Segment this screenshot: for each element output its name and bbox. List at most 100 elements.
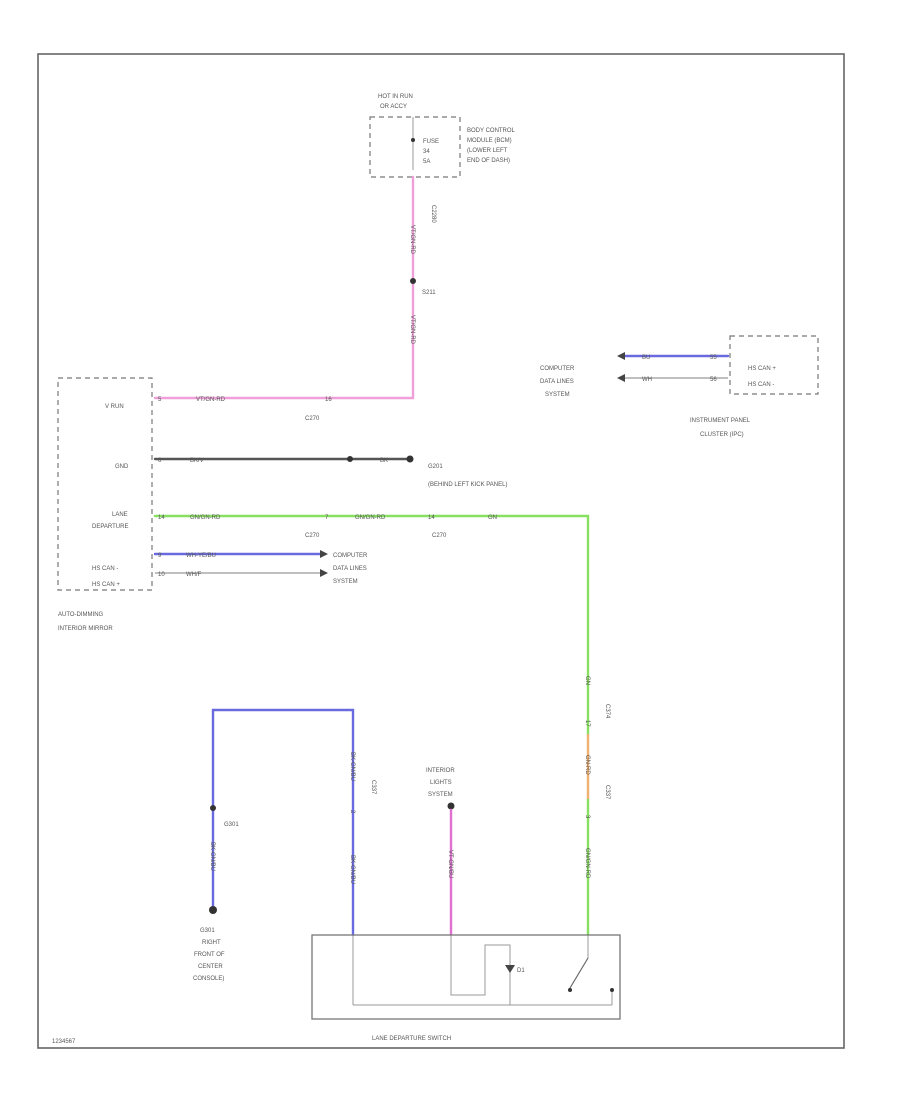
fuse-title-line2: OR ACCY xyxy=(380,104,407,110)
can-minus-code: WH-YE/BU xyxy=(186,553,216,559)
mirror-name-line1: AUTO-DIMMING xyxy=(58,612,104,618)
lane-code-4: GN xyxy=(584,676,590,685)
interior-lights-line2: LIGHTS xyxy=(430,780,452,786)
switch-return-dot xyxy=(610,988,614,992)
gnd-sw-code-2: BK-GN/BU xyxy=(349,752,355,781)
ill-code: VT-GN/BU xyxy=(447,850,453,878)
diagram-id: 1234567 xyxy=(52,1039,76,1045)
c337-label-b: C337 xyxy=(604,785,610,800)
gnd-sw-code-3: BK-GN/BU xyxy=(349,855,355,884)
gnd-connector-dot xyxy=(347,456,353,462)
mirror-pin-lane: LANE xyxy=(112,512,128,518)
g201-label: G201 xyxy=(428,464,443,470)
gnd-circuit: 6 BK/V BK G201 (BEHIND LEFT KICK PANEL) xyxy=(153,455,507,488)
mirror-can-plus-arrow xyxy=(320,569,328,577)
lane-departure-circuit: 14 GN/GN-RD 7 C270 GN/GN-RD 14 C270 GN G… xyxy=(153,514,610,937)
data-lines-1-line3: SYSTEM xyxy=(333,579,358,585)
gnd-pin-mirror: 6 xyxy=(158,458,162,464)
led-label: D1 xyxy=(517,968,525,974)
ipc-box xyxy=(729,335,819,395)
data-lines-2-line2: DATA LINES xyxy=(540,379,574,385)
s211-splice xyxy=(410,278,416,284)
c270-label-b: C270 xyxy=(305,533,320,539)
ipc-code-1: BU xyxy=(642,355,650,361)
vrun-pin-mirror: 5 xyxy=(158,397,162,403)
fuse-line1: FUSE xyxy=(423,139,439,145)
lane-pin-mirror: 14 xyxy=(158,515,165,521)
lane-departure-switch: D1 LANE DEPARTURE SWITCH xyxy=(311,934,621,1042)
ipc-code-2: WH xyxy=(642,377,652,383)
fuse-location-line4: END OF DASH) xyxy=(467,158,510,164)
mirror-box xyxy=(57,377,153,591)
vrun-code-3: VT/GN-RD xyxy=(196,397,226,403)
fuse-line2: 34 xyxy=(423,149,430,155)
fuse-title-line1: HOT IN RUN xyxy=(378,94,413,100)
mirror-pin-gnd: GND xyxy=(115,464,129,470)
ipc-name-line2: CLUSTER (IPC) xyxy=(700,432,744,438)
fuse-block: HOT IN RUN OR ACCY FUSE 34 5A BODY CONTR… xyxy=(369,94,516,178)
c270-label-c: C270 xyxy=(432,533,447,539)
fuse-location-line3: (LOWER LEFT xyxy=(467,148,508,154)
led-icon xyxy=(505,965,515,973)
switch-name: LANE DEPARTURE SWITCH xyxy=(372,1036,451,1042)
g301-label-line2: RIGHT xyxy=(202,940,221,946)
vrun-code-1: VT/GN-RD xyxy=(409,225,415,255)
g301-label-line4: CENTER xyxy=(198,964,223,970)
switch-contact-icon xyxy=(569,957,589,989)
s211-label: S211 xyxy=(422,290,436,296)
ipc-pin-2: HS CAN - xyxy=(748,382,774,388)
ipc-can-arrow-2 xyxy=(617,374,625,382)
fuse-location-line2: MODULE (BCM) xyxy=(467,138,512,144)
g201-ground-dot xyxy=(406,455,414,463)
mirror-can-circuit: 9 10 WH-YE/BU WH/F COMPUTER DATA LINES S… xyxy=(153,550,368,585)
lane-code-1: GN/GN-RD xyxy=(190,515,221,521)
fuse-line3: 5A xyxy=(423,159,430,165)
vrun-pin-c270: 16 xyxy=(325,397,332,403)
g301-ground-circuit: G301 BK-GN/BU BK-GN/BU C337 2 BK-GN/BU G… xyxy=(193,708,376,982)
vrun-circuit: VT/GN-RD C2280 S211 VT/GN-RD VT/GN-RD 16… xyxy=(153,175,436,422)
lane-pin-c270-b: 7 xyxy=(325,515,329,521)
interior-lights-circuit: INTERIOR LIGHTS SYSTEM VT-GN/BU xyxy=(426,768,455,937)
g301-ground-dot xyxy=(209,906,217,914)
can-minus-pin-mirror: 9 xyxy=(158,553,162,559)
lane-code-5: GN-RD xyxy=(584,755,590,775)
gnd-sw-pin-c337: 2 xyxy=(349,810,355,814)
auto-dimming-mirror: V RUN GND LANE DEPARTURE HS CAN - HS CAN… xyxy=(57,377,153,632)
mirror-pin-departure: DEPARTURE xyxy=(92,524,128,530)
instrument-panel-cluster: HS CAN + HS CAN - INSTRUMENT PANEL CLUST… xyxy=(540,335,819,438)
fuse-location-line1: BODY CONTROL xyxy=(467,128,516,134)
switch-internal-led-path xyxy=(450,935,511,1005)
mirror-pin-hs-can-minus: HS CAN - xyxy=(92,566,118,572)
g301-splice xyxy=(210,805,216,811)
g301-label-line3: FRONT OF xyxy=(194,952,225,958)
lane-code-2: GN/GN-RD xyxy=(355,515,386,521)
lane-pin-c337: 3 xyxy=(584,815,590,819)
interior-lights-line1: INTERIOR xyxy=(426,768,455,774)
c270-label-a: C270 xyxy=(305,416,320,422)
mirror-name-line2: INTERIOR MIRROR xyxy=(58,626,113,632)
c2280-label: C2280 xyxy=(430,205,436,223)
gnd-code-1: BK/V xyxy=(190,458,204,464)
g201-location: (BEHIND LEFT KICK PANEL) xyxy=(428,482,507,488)
data-lines-2-line3: SYSTEM xyxy=(545,392,570,398)
switch-contact-dot xyxy=(568,988,572,992)
lane-code-6: GN/GN-RD xyxy=(584,848,590,879)
data-lines-1-line2: DATA LINES xyxy=(333,566,367,572)
interior-lights-terminal xyxy=(447,802,455,810)
lane-wire-upper xyxy=(153,514,590,737)
g301-label-line5: CONSOLE) xyxy=(193,976,224,982)
lane-pin-c270-c: 14 xyxy=(428,515,435,521)
ipc-pin-num-b: 56 xyxy=(710,377,717,383)
ipc-pin-1: HS CAN + xyxy=(748,366,776,372)
mirror-pin-hs-can-plus: HS CAN + xyxy=(92,582,120,588)
fuse-terminal xyxy=(411,138,415,142)
diagram-frame xyxy=(37,53,845,1049)
c337-label-a: C337 xyxy=(370,780,376,795)
gnd-code-2: BK xyxy=(380,458,388,464)
ipc-pin-num-a: 55 xyxy=(710,355,717,361)
mirror-pin-vrun: V RUN xyxy=(105,404,124,410)
ipc-name-line1: INSTRUMENT PANEL xyxy=(690,418,751,424)
vrun-code-2: VT/GN-RD xyxy=(409,315,415,345)
ipc-can-arrow-1 xyxy=(617,352,625,360)
